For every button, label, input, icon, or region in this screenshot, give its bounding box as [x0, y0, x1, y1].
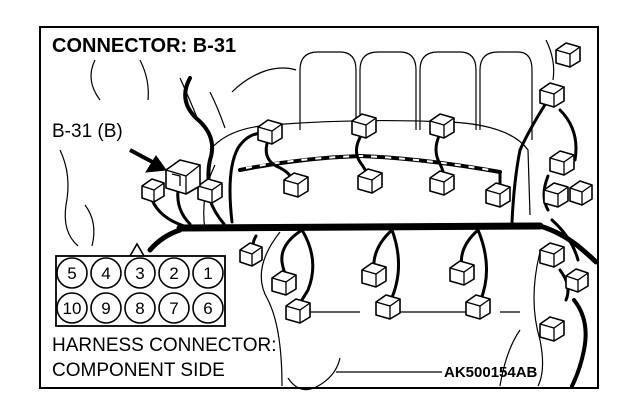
pin-1-terminal	[192, 257, 224, 289]
connector-low-5	[449, 260, 475, 286]
pin-3-label: 3	[135, 264, 144, 283]
pin-3-terminal	[124, 257, 156, 289]
connector-right-2	[539, 82, 565, 108]
connector-mid-3	[429, 170, 455, 196]
connector-right-6	[539, 242, 565, 268]
connector-left-2	[197, 178, 223, 204]
connector-right-3	[549, 150, 575, 176]
pin-face-outline	[55, 255, 226, 327]
connector-low-1	[271, 270, 297, 296]
connector-mid-4	[485, 182, 511, 208]
pin-8-terminal	[124, 292, 156, 324]
pin-5-terminal	[56, 257, 88, 289]
connector-right-7	[565, 268, 589, 293]
pin-6-terminal	[192, 292, 224, 324]
footer-line-1: HARNESS CONNECTOR:	[52, 335, 277, 356]
harness-connectors	[141, 42, 593, 342]
pin-6-label: 6	[203, 299, 212, 318]
pin-face: 5 4 3 2 1 10 9 8 7 6	[55, 242, 226, 327]
pin-2-terminal	[158, 257, 190, 289]
connector-mid-1	[283, 172, 309, 198]
connector-low-2	[285, 298, 311, 324]
figure-code: AK500154AB	[444, 364, 538, 381]
main-harness	[176, 222, 544, 232]
connector-mid-2	[357, 168, 383, 194]
pin-9-terminal	[90, 292, 122, 324]
connector-left-1	[141, 178, 165, 203]
harness-left-end	[147, 227, 183, 253]
connector-key	[129, 242, 145, 257]
pin-8-label: 8	[135, 299, 144, 318]
pin-7-terminal	[158, 292, 190, 324]
pin-4-label: 4	[101, 264, 110, 283]
connector-b31	[165, 159, 201, 195]
pin-4-terminal	[90, 257, 122, 289]
pin-1-label: 1	[203, 264, 212, 283]
pin-7-label: 7	[169, 299, 178, 318]
diagram-title: CONNECTOR: B-31	[52, 35, 236, 57]
pin-5-label: 5	[67, 264, 76, 283]
connector-right-1	[555, 42, 581, 68]
connector-right-8	[539, 316, 565, 342]
harness-right-end	[537, 223, 599, 265]
footer-line-2: COMPONENT SIDE	[52, 360, 225, 381]
pin-2-label: 2	[169, 264, 178, 283]
connector-low-3	[361, 262, 387, 288]
connector-upper-1	[257, 119, 283, 145]
pin-9-label: 9	[101, 299, 110, 318]
connector-upper-3	[429, 113, 455, 139]
connector-low-6	[465, 294, 491, 320]
connector-low-4	[375, 294, 401, 320]
connector-upper-2	[351, 113, 377, 139]
pin-10-terminal	[56, 292, 88, 324]
callout-label: B-31 (B)	[52, 121, 123, 142]
connector-left-low	[239, 242, 263, 267]
engine-outline	[59, 39, 555, 391]
callout-arrow	[129, 148, 167, 173]
diagram-frame	[39, 26, 599, 389]
pin-10-label: 10	[63, 299, 82, 318]
connector-right-4	[543, 182, 569, 208]
connector-right-5	[569, 180, 593, 206]
